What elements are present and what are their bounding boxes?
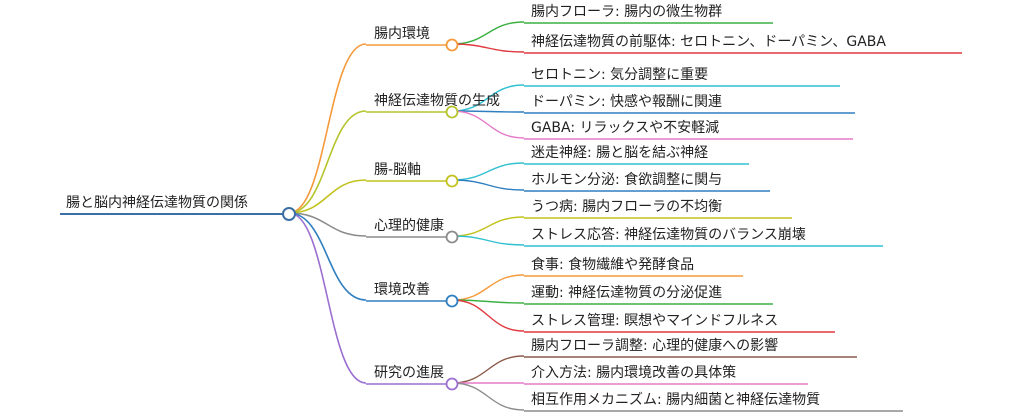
branch-topic: 環境改善 (374, 282, 430, 298)
leaf-topic: 食事: 食物繊維や発酵食品 (531, 257, 695, 273)
branch-topic: 研究の進展 (374, 365, 444, 381)
leaf-connector (451, 110, 525, 139)
branch-connector (288, 212, 367, 237)
branch-connector (288, 212, 367, 384)
branch-topic: 腸-脳軸 (374, 162, 422, 178)
leaf-connector (451, 43, 525, 53)
connector-lines (60, 21, 962, 412)
leaf-topic: 介入方法: 腸内環境改善の具体策 (531, 365, 737, 381)
leaf-topic: GABA: リラックスや不安軽減 (531, 120, 720, 136)
leaf-connector (451, 162, 525, 181)
leaf-connector (451, 382, 525, 411)
leaf-topic: 迷走神経: 腸と脳を結ぶ神経 (531, 145, 709, 161)
leaf-topic: セロトニン: 気分調整に重要 (531, 67, 709, 83)
branch-topic: 神経伝達物質の生成 (374, 93, 500, 109)
leaf-topic: 神経伝達物質の前駆体: セロトニン、ドーパミン、GABA (531, 34, 886, 50)
branch-connector (288, 212, 367, 301)
leaf-connector (451, 299, 525, 332)
leaf-topic: 腸内フローラ調整: 心理的健康への影響 (531, 338, 779, 354)
branch-node-circle[interactable] (445, 294, 459, 308)
leaf-connector (451, 179, 525, 191)
leaf-topic: ホルモン分泌: 食欲調整に関与 (531, 172, 723, 188)
branch-connector (288, 110, 367, 214)
leaf-topic: 相互作用メカニズム: 腸内細菌と神経伝達物質 (531, 392, 821, 408)
leaf-topic: 腸内フローラ: 腸内の微生物群 (531, 4, 723, 20)
branch-node-circle[interactable] (445, 105, 459, 119)
branch-node-circle[interactable] (445, 38, 459, 52)
leaf-connector (451, 274, 525, 301)
branch-connector (288, 43, 367, 214)
root-topic: 腸と脳内神経伝達物質の関係 (66, 195, 248, 211)
leaf-connector (451, 84, 525, 112)
leaf-topic: うつ病: 腸内フローラの不均衡 (531, 199, 723, 215)
leaf-topic: ドーパミン: 快感や報酬に関連 (531, 94, 723, 110)
leaf-connector (451, 235, 525, 246)
leaf-connector (451, 21, 525, 45)
leaf-connector (451, 355, 525, 384)
root-node-circle[interactable] (282, 207, 296, 221)
node-circles (282, 38, 459, 391)
leaf-topic: ストレス管理: 瞑想やマインドフルネス (531, 313, 779, 329)
branch-node-circle[interactable] (445, 230, 459, 244)
leaf-topic: 運動: 神経伝達物質の分泌促進 (531, 285, 723, 301)
branch-node-circle[interactable] (445, 174, 459, 188)
leaf-topic: ストレス応答: 神経伝達物質のバランス崩壊 (531, 227, 806, 243)
branch-node-circle[interactable] (445, 377, 459, 391)
leaf-connector (451, 216, 525, 237)
branch-topic: 腸内環境 (374, 26, 430, 42)
branch-topic: 心理的健康 (374, 218, 444, 234)
branch-connector (288, 179, 367, 214)
